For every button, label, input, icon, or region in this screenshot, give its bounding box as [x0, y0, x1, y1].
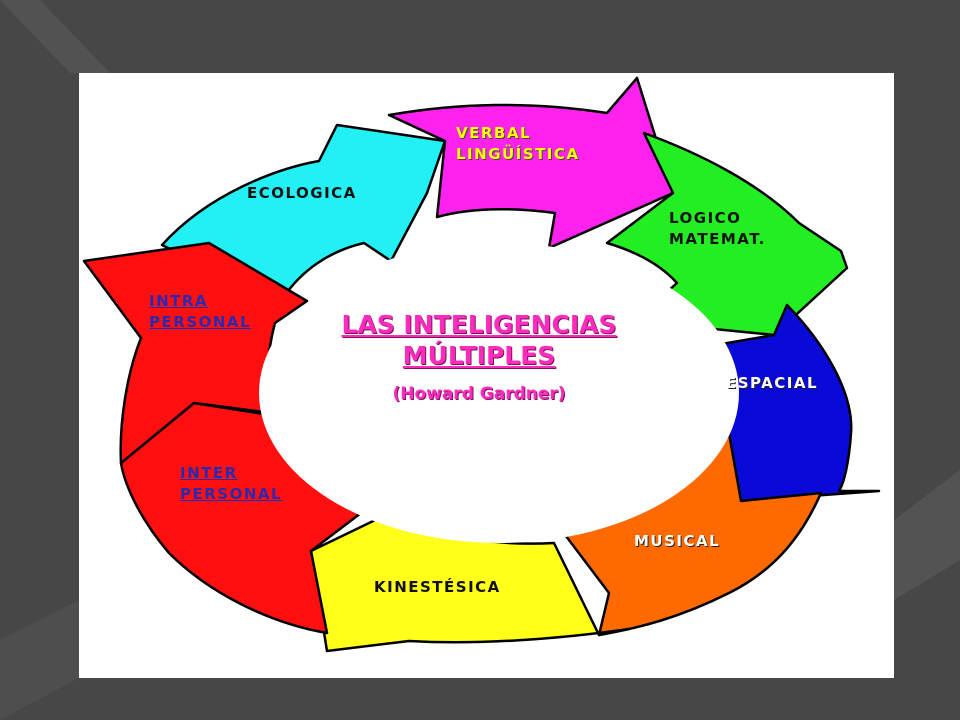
label-verbal: VERBAL LINGÜÍSTICA — [456, 124, 580, 163]
segment-logico — [605, 131, 849, 337]
cycle-diagram — [82, 76, 881, 653]
label-intra: INTRA PERSONAL — [149, 292, 252, 331]
center-area — [259, 243, 739, 543]
label-kinestesica: KINESTÉSICA — [374, 578, 501, 596]
label-ecologica: ECOLOGICA — [247, 184, 357, 202]
segment-verbal — [387, 76, 675, 250]
label-espacial: ESPACIAL — [726, 374, 819, 392]
label-logico: LOGICO MATEMAT. — [669, 209, 766, 248]
diagram-title: LAS INTELIGENCIAS MÚLTIPLES — [341, 310, 617, 370]
diagram-subtitle: (Howard Gardner) — [392, 384, 566, 404]
label-musical: MUSICAL — [634, 532, 721, 550]
label-inter: INTER PERSONAL — [180, 464, 283, 503]
slide: ECOLOGICA VERBAL LINGÜÍSTICA LOGICO MATE… — [79, 73, 894, 678]
